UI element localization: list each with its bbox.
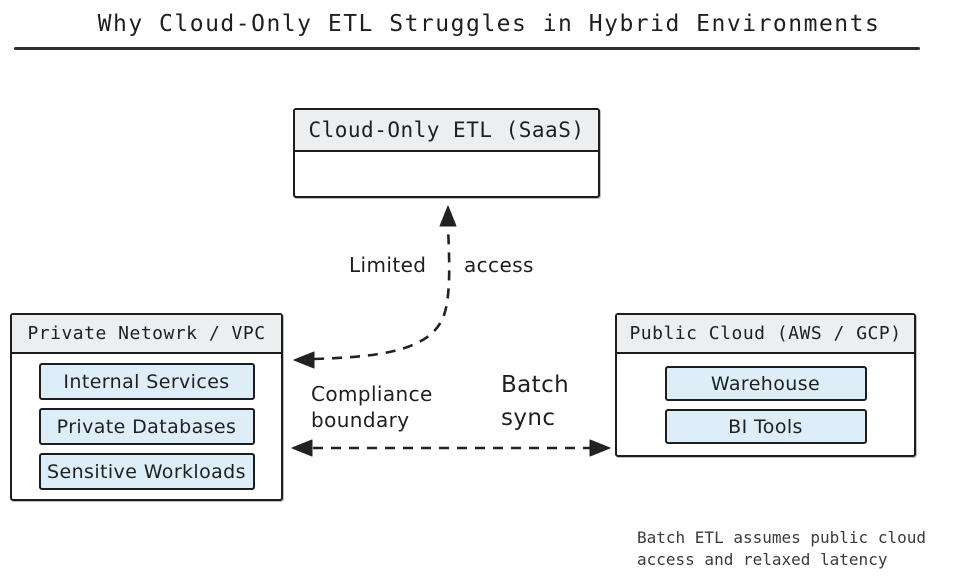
label-compliance-boundary: Compliance boundary xyxy=(311,381,433,433)
node-cloud-only-etl: Cloud-Only ETL (SaaS) xyxy=(293,108,600,198)
item-warehouse: Warehouse xyxy=(664,366,867,401)
label-compliance-line1: Compliance xyxy=(311,382,433,406)
footnote: Batch ETL assumes public cloud access an… xyxy=(637,527,926,571)
label-batch-sync: Batch sync xyxy=(501,369,569,435)
item-sensitive-workloads: Sensitive Workloads xyxy=(38,453,255,490)
title-underline xyxy=(14,47,920,50)
batch-sync-arrow xyxy=(291,439,611,457)
node-cloud-only-etl-title: Cloud-Only ETL (SaaS) xyxy=(295,110,598,152)
arrowhead-left-icon xyxy=(293,351,315,369)
label-batch-line1: Batch xyxy=(501,372,570,398)
label-access: access xyxy=(464,253,534,277)
node-private-network-title: Private Netowrk / VPC xyxy=(12,315,281,354)
item-private-databases: Private Databases xyxy=(38,408,255,445)
node-private-network-body: Internal Services Private Databases Sens… xyxy=(12,354,281,490)
page-title: Why Cloud-Only ETL Struggles in Hybrid E… xyxy=(97,11,881,37)
node-private-network: Private Netowrk / VPC Internal Services … xyxy=(10,313,283,501)
arrowhead-up-icon xyxy=(439,205,457,227)
arrowhead-right-icon xyxy=(589,439,611,457)
footnote-line1: Batch ETL assumes public cloud xyxy=(637,528,926,547)
label-limited: Limited xyxy=(349,253,427,277)
limited-access-arrow xyxy=(293,205,457,369)
item-internal-services: Internal Services xyxy=(38,363,255,400)
item-bi-tools: BI Tools xyxy=(664,409,867,444)
footnote-line2: access and relaxed latency xyxy=(637,550,888,569)
label-compliance-line2: boundary xyxy=(311,408,410,432)
arrowhead-left-icon xyxy=(291,439,313,457)
node-public-cloud-title: Public Cloud (AWS / GCP) xyxy=(617,315,914,354)
node-public-cloud-body: Warehouse BI Tools xyxy=(617,354,914,444)
label-batch-line2: sync xyxy=(501,405,556,431)
node-public-cloud: Public Cloud (AWS / GCP) Warehouse BI To… xyxy=(615,313,916,457)
